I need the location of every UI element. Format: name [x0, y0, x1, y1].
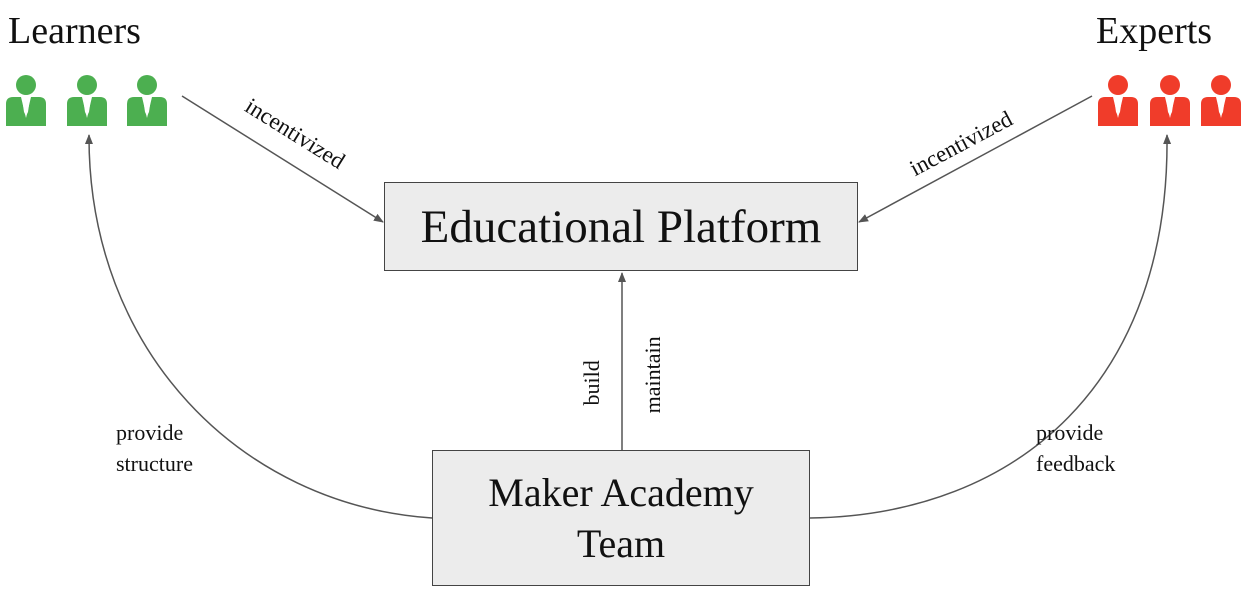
provide-structure-label-line2: structure	[116, 451, 193, 476]
maker-academy-team-label-line2: Team	[576, 521, 666, 566]
expert-person-icon-3	[1201, 75, 1241, 126]
edge-experts-to-platform	[858, 95, 1093, 223]
edge-team-to-learners	[84, 134, 433, 519]
expert-person-icon-2	[1150, 75, 1190, 126]
maker-academy-team-box: Maker Academy Team	[432, 450, 810, 586]
expert-person-icon-1	[1098, 75, 1138, 126]
maintain-label: maintain	[640, 336, 666, 414]
experts-title: Experts	[1096, 10, 1213, 52]
provide-structure-label-line1: provide	[116, 420, 184, 445]
provide-feedback-label-line1: provide	[1036, 420, 1104, 445]
learner-person-icon-3	[127, 75, 167, 126]
edge-learners-to-platform	[181, 95, 384, 223]
edge-team-to-experts	[809, 134, 1172, 519]
provide-feedback-label-line2: feedback	[1036, 451, 1116, 476]
educational-platform-box: Educational Platform	[384, 182, 858, 271]
learners-title: Learners	[8, 10, 141, 52]
maker-academy-team-label-line1: Maker Academy	[488, 469, 754, 515]
educational-platform-label: Educational Platform	[420, 200, 822, 253]
build-label: build	[579, 360, 605, 406]
learner-person-icon-2	[67, 75, 107, 126]
learner-person-icon-1	[6, 75, 46, 126]
